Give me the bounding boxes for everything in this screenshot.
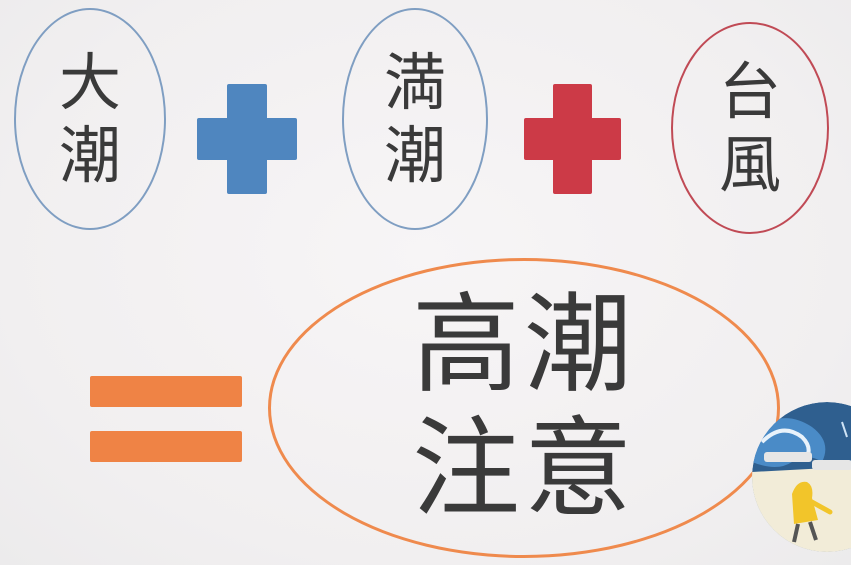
high-tide-char-2: 潮 — [383, 119, 446, 192]
rain-lines — [841, 421, 848, 438]
storm-surge-warning-oval: 高潮 注意 — [268, 258, 780, 558]
storm-surge-warning-label: 高潮 注意 — [411, 282, 636, 532]
typhoon-char-1: 台 — [718, 54, 781, 128]
figure-legs — [792, 521, 818, 543]
spring-tide-oval: 大 潮 — [14, 8, 166, 230]
seawall-left — [764, 452, 812, 462]
figure-arm — [809, 499, 833, 515]
spring-tide-char-1: 大 — [58, 45, 121, 119]
spring-tide-label: 大 潮 — [59, 46, 121, 192]
equals-bottom-bar — [90, 431, 242, 462]
equals-icon — [90, 376, 242, 462]
plus-icon — [524, 84, 621, 194]
high-tide-oval: 満 潮 — [342, 8, 488, 230]
storm-surge-illustration — [752, 402, 851, 552]
typhoon-label: 台 風 — [719, 55, 781, 201]
typhoon-oval: 台 風 — [671, 22, 829, 234]
typhoon-char-2: 風 — [718, 128, 781, 201]
seawall-right — [812, 460, 851, 470]
high-tide-char-1: 満 — [383, 45, 446, 119]
high-tide-label: 満 潮 — [384, 46, 446, 192]
plus-vertical-bar — [227, 84, 267, 194]
wave-crest — [760, 428, 811, 458]
plus-icon — [197, 84, 297, 194]
figure-hood — [798, 482, 810, 494]
spring-tide-char-2: 潮 — [58, 119, 121, 192]
plus-vertical-bar — [553, 84, 592, 194]
warning-line-1: 高潮 — [411, 282, 636, 408]
storm-scene-svg — [752, 402, 851, 552]
equals-top-bar — [90, 376, 242, 407]
warning-line-2: 注意 — [411, 407, 636, 532]
raincoat-figure — [792, 481, 818, 524]
